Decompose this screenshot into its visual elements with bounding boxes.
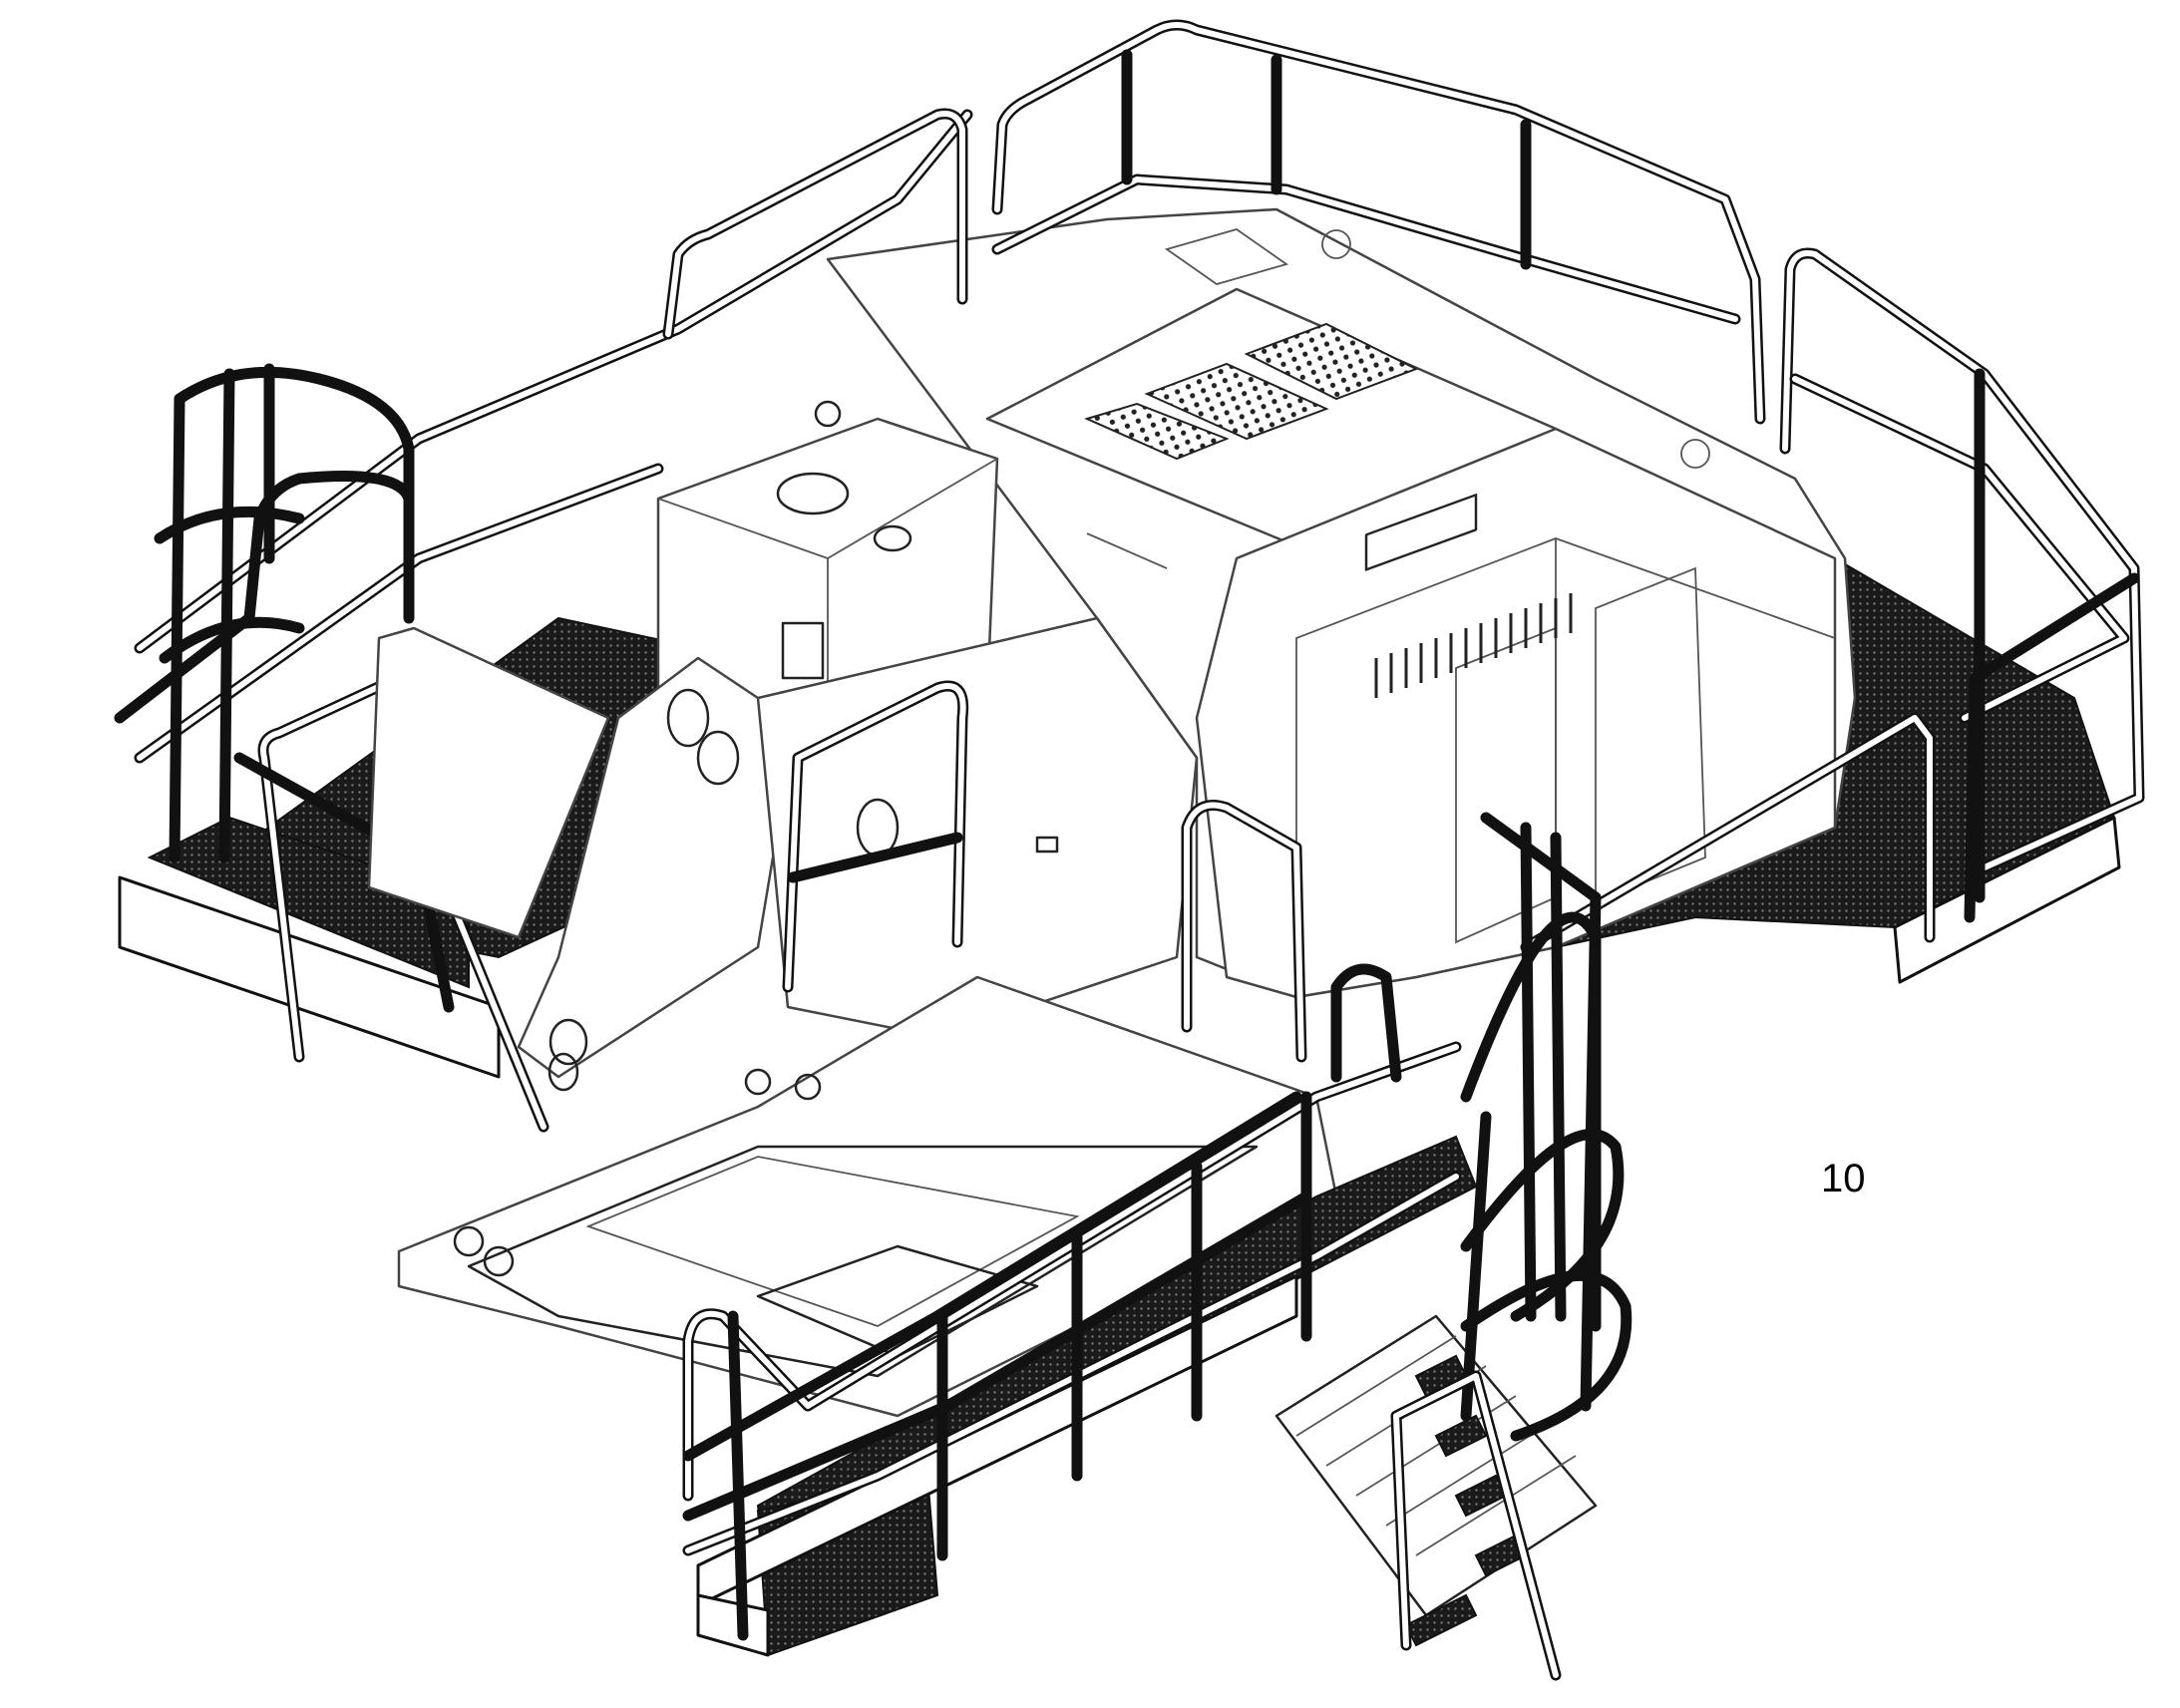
callout-label: 10: [1821, 1157, 1866, 1200]
stairway: [1274, 1314, 1598, 1647]
handrails: [114, 19, 2145, 1681]
